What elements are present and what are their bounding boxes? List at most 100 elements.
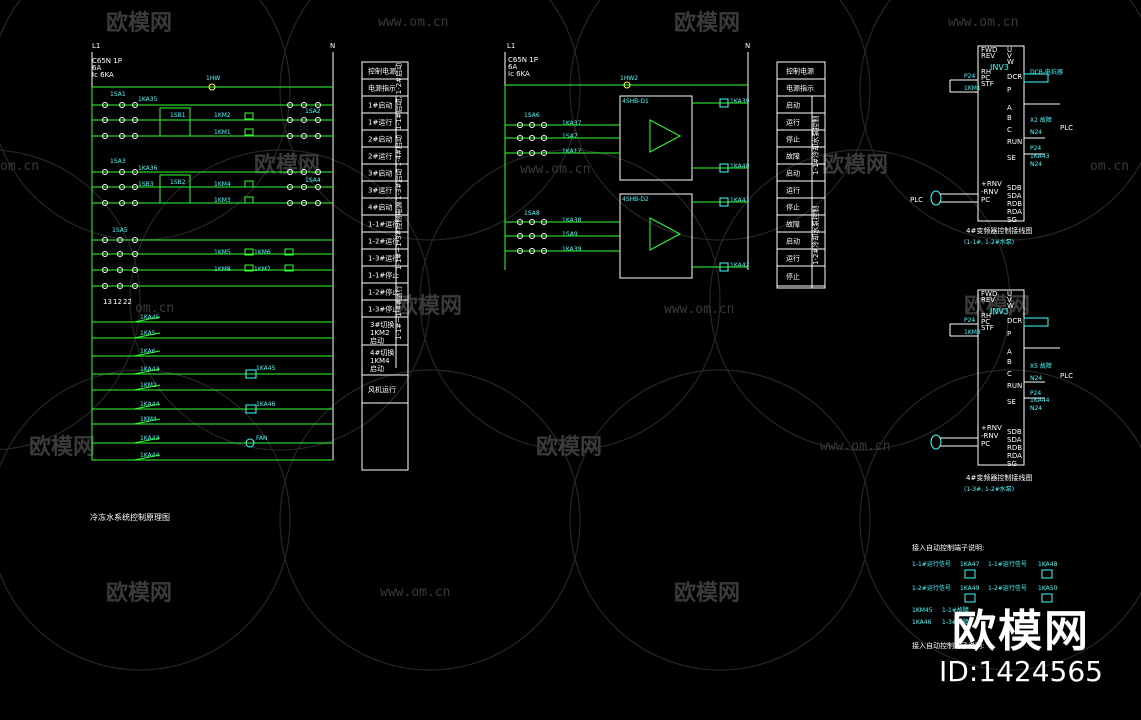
inv2-pins: UVWDCRPABCRUNSESDBSDARDBRDASGFWDREVSTFRH…: [930, 290, 1060, 468]
mid-contact-ka17: 1KA17: [562, 148, 582, 155]
left-coil-fan: FAN: [256, 435, 268, 442]
inv-pin-left: FWD: [981, 46, 997, 54]
mid-contact-ka39: 1KA39: [562, 246, 582, 253]
watermark-url: om.cn: [135, 301, 174, 316]
inv-pin-left: -RNV: [981, 188, 999, 196]
inv1-box: [977, 45, 1025, 222]
inv-pin-left: +RNV: [981, 180, 1002, 188]
legend-entry: 3#切换: [370, 320, 394, 329]
mid-lamp: 1HW2: [620, 75, 638, 82]
left-breaker-3: Ic 6KA: [92, 71, 114, 79]
contact-symbol: [133, 350, 161, 357]
inv-pin-right: DCR: [1007, 73, 1022, 81]
left-sa5: 1SA5: [112, 227, 128, 234]
inv1-label: INV3: [990, 63, 1009, 72]
contact-symbol: [133, 437, 161, 444]
watermark-url: www.om.cn: [520, 162, 590, 177]
watermark-brand: 欧模网: [964, 293, 1030, 319]
legend-vertical: 1-2#冷却水泵控制: [811, 206, 820, 265]
terminal: [541, 248, 547, 254]
terminal: [117, 267, 123, 273]
legend-entry: 4#启动: [368, 203, 392, 212]
inv-pin-right: RDA: [1007, 452, 1022, 460]
inv-pin-right: A: [1007, 104, 1012, 112]
mid-breaker-2: 6A: [508, 63, 517, 71]
inv2-box: [977, 289, 1025, 466]
legend-entry: 电源指示: [786, 84, 814, 93]
inv-pin-left: +RNV: [981, 424, 1002, 432]
mid-contact-sa9: 1SA9: [562, 231, 578, 238]
left-contact-km4: 1KM4: [214, 181, 231, 188]
note-entry: 1-2#运行信号: [988, 584, 1027, 592]
terminal: [529, 135, 535, 141]
watermark-url: www.om.cn: [820, 439, 890, 454]
note-entry: 1KA46: [912, 619, 932, 626]
terminal: [117, 283, 123, 289]
terminal: [301, 102, 307, 108]
left-breaker-1: C65N 1P: [92, 57, 122, 65]
inv-pin-right: W: [1007, 302, 1014, 310]
watermark-arc: [709, 149, 1011, 451]
inv-pin-left: REV: [981, 296, 995, 304]
legend-vertical: 1-1#冷却水泵控制: [811, 116, 820, 175]
left-contact-sb3: 1SB3: [138, 181, 154, 188]
contact-symbol: [133, 332, 161, 339]
inv-pin-left: RH: [981, 68, 991, 76]
terminal: [541, 233, 547, 239]
inv-pin-right: B: [1007, 358, 1012, 366]
contact-symbol: [133, 384, 161, 391]
legend-entry: 1#运行: [368, 118, 392, 127]
inv2-ka44: 1KA44: [1030, 397, 1050, 404]
coil: [244, 248, 254, 256]
inv1-caption-2: (1-1#, 1-2#水泵): [964, 238, 1014, 246]
legend-entry: 2#启动: [368, 135, 392, 144]
middle-pump-schematic: L1 N C65N 1P 6A Ic 6KA 1HW2 1SA6 1SA8 1K…: [504, 42, 826, 289]
inv1-dcr: DCR-电抗器: [1030, 68, 1063, 76]
legend-entry: 停止: [786, 272, 800, 281]
left-breaker-2: 6A: [92, 64, 101, 72]
terminal: [301, 117, 307, 123]
contact-symbol: [133, 368, 161, 375]
legend-entry: 启动: [370, 336, 384, 345]
inv-pin-left: STF: [981, 80, 994, 88]
legend-vertical: 1-1#~1-3#控制电源: [394, 202, 403, 270]
signal-row-label: 1KA44: [140, 452, 160, 459]
terminal: [102, 283, 108, 289]
inv-pin-left: STF: [981, 324, 994, 332]
watermark-arcs: [0, 0, 1141, 671]
left-sa2: 1SA2: [305, 108, 321, 115]
left-num-3: 22: [123, 298, 132, 306]
legend-entry: 故障: [786, 220, 800, 229]
mid-breaker-1: C65N 1P: [508, 56, 538, 64]
note-entry: 1-1#运行信号: [988, 560, 1027, 568]
mid-coil-ka42: 1KA42: [730, 262, 750, 269]
left-contact-sb2: 1SB2: [170, 179, 186, 186]
terminal: [517, 150, 523, 156]
inv-pin-right: U: [1007, 290, 1012, 298]
watermark-url: www.om.cn: [378, 15, 448, 30]
terminal: [119, 169, 125, 175]
terminal: [315, 200, 321, 206]
terminal: [541, 122, 547, 128]
terminal: [119, 117, 125, 123]
legend-entry: 停止: [786, 203, 800, 212]
inv1-pins: UVWDCRPABCRUNSESDBSDARDBRDASGFWDREVSTFRH…: [930, 46, 1060, 224]
legend-vertical: 1-1#启动, 1-2#启动: [394, 63, 403, 130]
legend-entry: 1KM4: [370, 357, 390, 365]
plc-connector: [930, 190, 942, 206]
watermark-url: www.om.cn: [948, 15, 1018, 30]
mid-contact-ka38: 1KA38: [562, 217, 582, 224]
terminal: [117, 237, 123, 243]
coil: [284, 264, 294, 272]
inv-pin-right: RDB: [1007, 444, 1022, 452]
legend-entry: 启动: [786, 169, 800, 178]
legend-entry: 1-2#停止: [368, 288, 399, 297]
inv1-plc-right: PLC: [1060, 124, 1073, 132]
signal-row-label: 1KA5: [140, 330, 156, 337]
left-num-1: 13: [103, 298, 112, 306]
left-lamp: 1HW: [206, 75, 220, 82]
left-signal-rows: 1KA451KA51KA61KA431KM21KA441KM41KA431KA4…: [92, 314, 333, 461]
notes-title-2: 接入自动控制端子说明:: [912, 641, 984, 650]
